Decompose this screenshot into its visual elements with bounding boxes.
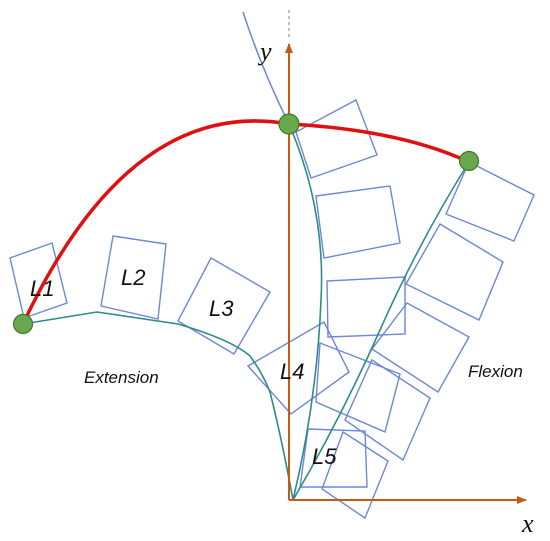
upper-spine-curve bbox=[242, 11, 290, 125]
spine-curves bbox=[22, 123, 470, 501]
l1-trajectory-arc bbox=[21, 119, 470, 325]
vertebra-label-l2: L2 bbox=[121, 265, 145, 290]
flexion-vertebra-2 bbox=[405, 223, 504, 321]
vertebra-label-l3: L3 bbox=[209, 296, 234, 321]
neutral-vertebra-5 bbox=[299, 428, 368, 488]
flexion-vertebrae bbox=[321, 161, 535, 520]
flexion-vertebra-3 bbox=[370, 302, 470, 393]
neutral-vertebra-3 bbox=[326, 276, 406, 338]
extension-spine-curve bbox=[22, 311, 294, 501]
vertebra-label-l4: L4 bbox=[280, 359, 304, 384]
flexion-vertebra-5 bbox=[321, 430, 389, 520]
extension-endpoint-marker bbox=[12, 313, 34, 335]
flexion-label: Flexion bbox=[468, 362, 523, 381]
flexion-spine-curve bbox=[292, 161, 470, 501]
vertebra-l4-outline bbox=[246, 321, 350, 415]
neutral-spine-curve bbox=[288, 123, 323, 501]
vertebra-label-l1: L1 bbox=[30, 276, 54, 301]
extension-vertebrae bbox=[9, 235, 350, 415]
vertebra-l1-outline bbox=[9, 242, 68, 319]
neutral-vertebra-2 bbox=[315, 185, 401, 259]
x-axis-label: x bbox=[521, 509, 534, 538]
y-axis-label: y bbox=[257, 37, 272, 66]
flexion-endpoint-marker bbox=[458, 150, 480, 172]
extension-label: Extension bbox=[84, 368, 159, 387]
neutral-vertebra-4 bbox=[315, 342, 401, 433]
vertebra-label-l5: L5 bbox=[312, 444, 337, 469]
neutral-vertebra-1 bbox=[295, 99, 378, 179]
neutral-top-marker bbox=[278, 113, 300, 135]
neutral-vertebrae bbox=[295, 99, 406, 488]
vertebra-l3-outline bbox=[177, 257, 271, 355]
flexion-vertebra-4 bbox=[344, 358, 431, 462]
flexion-vertebra-1 bbox=[445, 161, 535, 242]
vertebra-l2-outline bbox=[100, 235, 167, 320]
